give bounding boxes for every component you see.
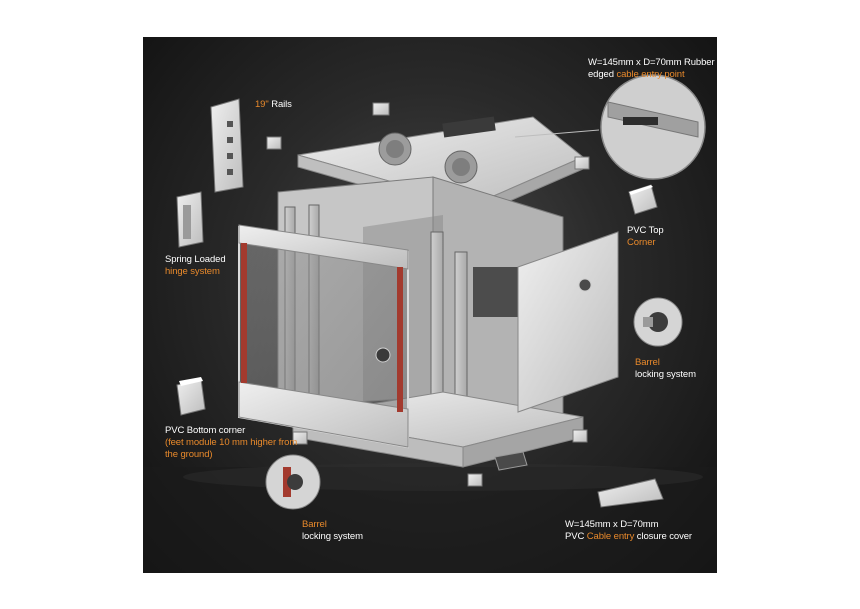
closure-cover-label: W=145mm x D=70mm PVC Cable entry closure… — [565, 519, 692, 543]
pvc-bottom-foot — [467, 473, 483, 487]
pvc-bottom-foot — [292, 431, 308, 445]
barrel-lock-label-right: Barrel locking system — [635, 357, 696, 381]
closure-cover-label-prefix: PVC — [565, 531, 587, 542]
hinge-label: Spring Loaded hinge system — [165, 254, 226, 278]
exploded-cabinet-drawing — [143, 74, 717, 573]
pvc-bottom-corner-detail — [176, 377, 206, 416]
pvc-top-corner-detail — [628, 184, 658, 215]
barrel-right-label-line2: locking system — [635, 369, 696, 380]
cable-entry-label-prefix: edged — [588, 69, 617, 80]
pvc-bottom-label-line2: (feet module 10 mm higher from — [165, 437, 298, 448]
closure-cover-detail — [494, 451, 664, 508]
pvc-top-label-line2: Corner — [627, 237, 656, 248]
pvc-corner-block — [372, 102, 390, 116]
rails-label: 19" Rails — [255, 99, 292, 111]
rails-label-text: Rails — [271, 99, 292, 110]
cable-entry-label: W=145mm x D=70mm Rubber edged cable entr… — [588, 57, 715, 81]
pvc-bottom-label-line1: PVC Bottom corner — [165, 425, 246, 436]
cable-entry-label-line1: W=145mm x D=70mm Rubber — [588, 57, 715, 68]
closure-cover-label-accent: Cable entry — [586, 531, 635, 542]
closure-cover-label-suffix: closure cover — [634, 531, 692, 542]
rails-label-accent: 19" — [255, 99, 269, 110]
side-panel — [517, 231, 619, 413]
barrel-right-label-line1: Barrel — [635, 357, 660, 368]
pvc-bottom-label-line3: the ground) — [165, 449, 213, 460]
front-glass-door — [238, 224, 409, 449]
barrel-bottom-label-line1: Barrel — [302, 519, 327, 530]
barrel-lock-detail-bottom — [265, 454, 321, 510]
barrel-lock-label-bottom: Barrel locking system — [302, 519, 363, 543]
pvc-bottom-foot — [572, 429, 588, 443]
cable-entry-label-accent: cable entry point — [616, 69, 685, 80]
pvc-top-corner-label: PVC Top Corner — [627, 225, 664, 249]
barrel-lock-detail-right — [633, 297, 683, 347]
hinge-detail — [176, 191, 204, 248]
product-illustration-panel: 19" Rails W=145mm x D=70mm Rubber edged … — [143, 37, 717, 573]
pvc-top-label-line1: PVC Top — [627, 225, 664, 236]
pvc-corner-block — [266, 136, 282, 150]
rails-detail — [210, 98, 244, 193]
cable-entry-detail — [514, 74, 706, 180]
pvc-bottom-corner-label: PVC Bottom corner (feet module 10 mm hig… — [165, 425, 297, 461]
hinge-label-line1: Spring Loaded — [165, 254, 226, 265]
hinge-label-line2: hinge system — [165, 266, 220, 277]
barrel-bottom-label-line2: locking system — [302, 531, 363, 542]
pvc-corner-block — [574, 156, 590, 170]
closure-cover-label-line1: W=145mm x D=70mm — [565, 519, 659, 530]
